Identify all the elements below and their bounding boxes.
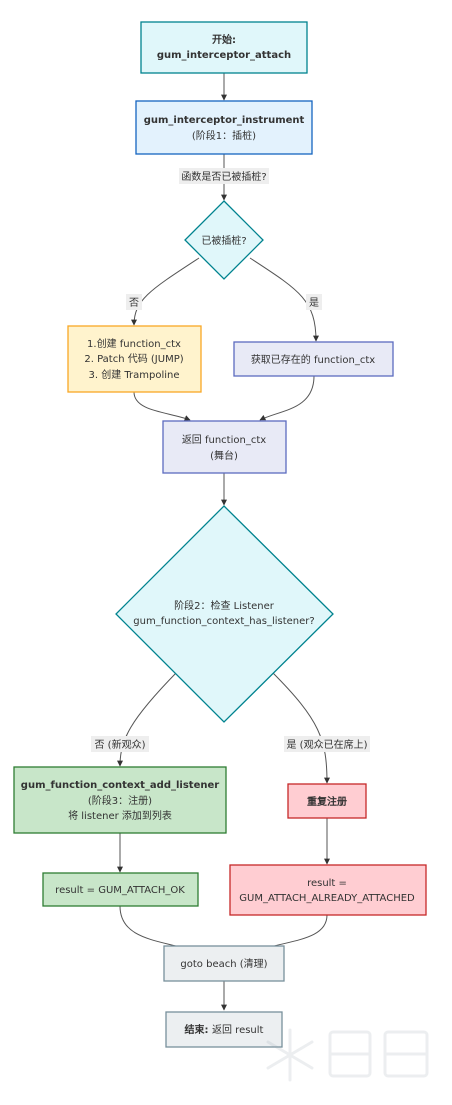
edge-question-yes — [249, 257, 319, 342]
edge-listener-yes — [271, 671, 330, 784]
add-listener-phase: (阶段3：注册) — [88, 794, 152, 807]
watermark-glyphs-icon — [328, 1030, 429, 1078]
edge-ok-to-beach — [119, 905, 191, 952]
end-label: 结束: 返回 result — [185, 1023, 264, 1036]
edge-labels: 函数是否已被插桩? 否 是 否 (新观众) 是 (观众已在席上) — [91, 168, 370, 752]
node-end: 结束: 返回 result — [165, 1011, 283, 1048]
instrument-phase: (阶段1：插桩) — [192, 129, 256, 142]
create-ctx-step1: 1.创建 function_ctx — [87, 337, 181, 350]
node-instrument: gum_interceptor_instrument (阶段1：插桩) — [135, 100, 313, 155]
edge-label-no: 否 — [129, 297, 139, 309]
edge-listener-no — [117, 671, 178, 767]
start-label: 开始: — [212, 33, 236, 46]
get-ctx-label: 获取已存在的 function_ctx — [251, 353, 375, 366]
edge-get-to-return — [259, 375, 315, 421]
edge-label-is-instrumented: 函数是否已被插桩? — [181, 170, 266, 183]
node-return-ctx: 返回 function_ctx (舞台) — [162, 420, 287, 474]
node-result-already: result = GUM_ATTACH_ALREADY_ATTACHED — [229, 864, 427, 916]
node-get-ctx: 获取已存在的 function_ctx — [233, 341, 394, 377]
result-already-value: GUM_ATTACH_ALREADY_ATTACHED — [239, 893, 415, 904]
add-listener-action: 将 listener 添加到列表 — [68, 809, 172, 822]
node-result-ok: result = GUM_ATTACH_OK — [42, 872, 199, 907]
node-question-listener: 阶段2：检查 Listener gum_function_context_has… — [115, 505, 334, 723]
result-ok-label: result = GUM_ATTACH_OK — [55, 885, 185, 896]
node-add-listener: gum_function_context_add_listener (阶段3：注… — [13, 766, 227, 834]
edge-label-existing-listener: 是 (观众已在席上) — [287, 738, 368, 751]
instrument-function-name: gum_interceptor_instrument — [144, 115, 305, 126]
question-listener-function: gum_function_context_has_listener? — [133, 616, 314, 627]
node-goto-beach: goto beach (清理) — [163, 945, 285, 982]
create-ctx-step3: 3. 创建 Trampoline — [88, 368, 179, 381]
node-start: 开始: gum_interceptor_attach — [140, 21, 308, 74]
edge-label-new-listener: 否 (新观众) — [95, 738, 146, 751]
question-listener-phase: 阶段2：检查 Listener — [174, 599, 275, 612]
start-function-name: gum_interceptor_attach — [157, 50, 291, 61]
add-listener-function: gum_function_context_add_listener — [21, 780, 219, 791]
node-duplicate-register: 重复注册 — [287, 783, 367, 819]
node-create-ctx: 1.创建 function_ctx 2. Patch 代码 (JUMP) 3. … — [67, 325, 202, 393]
end-label-result: 返回 result — [212, 1024, 264, 1036]
duplicate-register-label: 重复注册 — [307, 795, 347, 808]
end-label-prefix: 结束: — [185, 1023, 212, 1036]
goto-beach-label: goto beach (清理) — [180, 957, 267, 970]
question-instrumented-label: 已被插桩? — [201, 234, 246, 247]
watermark-logo — [266, 1028, 429, 1082]
result-already-label: result = — [307, 878, 347, 889]
return-ctx-label: 返回 function_ctx — [182, 434, 266, 446]
edge-label-yes: 是 — [309, 297, 319, 309]
node-question-instrumented: 已被插桩? — [184, 200, 264, 280]
return-ctx-note: (舞台) — [210, 449, 238, 462]
edge-already-to-beach — [259, 914, 328, 952]
edge-create-to-return — [133, 391, 191, 421]
snowflake-icon — [266, 1028, 314, 1082]
create-ctx-step2: 2. Patch 代码 (JUMP) — [84, 353, 183, 365]
edge-question-no — [131, 257, 200, 326]
